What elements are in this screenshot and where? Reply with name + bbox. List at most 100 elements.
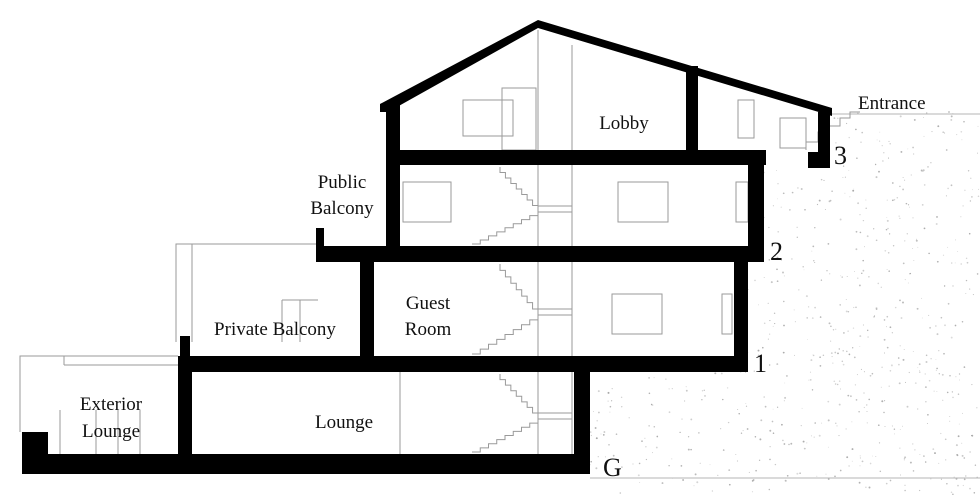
ground-speckle	[884, 249, 887, 252]
ground-speckle	[944, 438, 947, 441]
ground-speckle	[838, 146, 840, 148]
ground-speckle	[949, 420, 951, 422]
ground-speckle	[653, 426, 656, 428]
ground-speckle	[969, 451, 971, 453]
ground-speckle	[619, 492, 622, 494]
ground-speckle	[917, 246, 919, 248]
ground-speckle	[948, 111, 950, 113]
ground-speckle	[668, 411, 671, 414]
ground-speckle	[834, 475, 836, 478]
ground-speckle	[848, 465, 850, 467]
ground-speckle	[912, 351, 914, 352]
ground-speckle	[841, 276, 843, 278]
ground-speckle	[827, 243, 830, 245]
ground-speckle	[812, 245, 815, 248]
ground-speckle	[857, 202, 860, 205]
ground-speckle	[924, 373, 926, 375]
ground-speckle	[938, 462, 940, 464]
ground-speckle	[885, 326, 887, 328]
ground-speckle	[837, 117, 839, 120]
ground-speckle	[970, 177, 972, 179]
ground-speckle	[955, 444, 958, 447]
ground-speckle	[950, 336, 953, 339]
ground-speckle	[853, 188, 855, 190]
label-guest-room-line2: Room	[405, 319, 452, 340]
ground-speckle	[835, 142, 837, 144]
ground-speckle	[902, 425, 903, 427]
ground-speckle	[774, 463, 777, 466]
ground-speckle	[668, 388, 670, 390]
ground-speckle	[854, 384, 857, 386]
ground-speckle	[904, 484, 906, 486]
ground-speckle	[833, 380, 836, 383]
ground-speckle	[900, 317, 903, 319]
ground-speckle	[919, 454, 921, 456]
ground-speckle	[783, 275, 785, 277]
ground-speckle	[680, 465, 683, 467]
ground-speckle	[785, 480, 787, 482]
ground-speckle	[938, 373, 940, 375]
ground-speckle	[942, 131, 945, 134]
ground-speckle	[957, 435, 960, 438]
level-marker-3: 3	[834, 141, 847, 170]
ground-speckle	[736, 460, 739, 462]
ground-speckle	[850, 395, 852, 398]
ground-speckle	[783, 300, 785, 303]
ground-speckle	[858, 284, 861, 287]
ground-speckle	[648, 425, 650, 427]
ground-speckle	[899, 299, 901, 302]
ground-speckle	[888, 385, 890, 387]
ground-speckle	[957, 484, 959, 487]
ground-speckle	[847, 394, 850, 397]
ground-speckle	[946, 391, 949, 394]
ground-speckle	[840, 388, 841, 390]
ground-speckle	[891, 199, 894, 202]
ground-speckle	[655, 446, 658, 449]
ground-speckle	[891, 182, 894, 184]
ground-speckle	[758, 304, 760, 306]
ground-speckle	[958, 373, 961, 375]
ground-speckle	[886, 217, 888, 218]
ground-speckle	[881, 400, 884, 403]
ground-speckle	[914, 449, 916, 451]
ground-speckle	[904, 489, 906, 492]
ground-speckle	[921, 297, 923, 299]
ground-speckle	[628, 417, 630, 419]
ground-speckle	[954, 262, 956, 264]
ground-speckle	[767, 302, 769, 305]
ground-speckle	[836, 383, 839, 386]
ground-speckle	[777, 183, 779, 185]
ground-speckle	[967, 170, 970, 172]
ground-speckle	[945, 195, 947, 197]
ground-speckle	[969, 288, 971, 290]
ground-speckle	[757, 354, 760, 356]
ground-speckle	[910, 174, 912, 176]
ground-speckle	[955, 376, 957, 378]
ground-speckle	[881, 366, 883, 369]
ground-speckle	[759, 438, 762, 441]
ground-speckle	[777, 198, 779, 200]
ground-speckle	[775, 255, 777, 257]
ground-speckle	[828, 322, 831, 325]
ground-speckle	[945, 149, 948, 151]
ground-speckle	[709, 464, 711, 466]
ground-speckle	[809, 379, 812, 381]
ground-speckle	[771, 420, 774, 423]
ground-speckle	[807, 339, 808, 341]
ground-speckle	[829, 199, 832, 202]
ground-speckle	[865, 207, 867, 209]
ground-speckle	[922, 170, 924, 172]
ground-speckle	[899, 185, 901, 188]
ground-speckle	[777, 230, 780, 233]
ground-speckle	[844, 192, 846, 194]
ground-speckle	[851, 421, 853, 423]
ground-speckle	[868, 398, 871, 401]
ground-speckle	[621, 406, 623, 408]
ground-speckle	[829, 273, 831, 275]
ground-speckle	[653, 377, 655, 379]
ground-speckle	[961, 321, 964, 323]
ground-speckle	[965, 279, 968, 282]
ground-speckle	[940, 478, 942, 480]
ground-speckle	[809, 371, 812, 373]
ground-speckle	[924, 386, 927, 389]
